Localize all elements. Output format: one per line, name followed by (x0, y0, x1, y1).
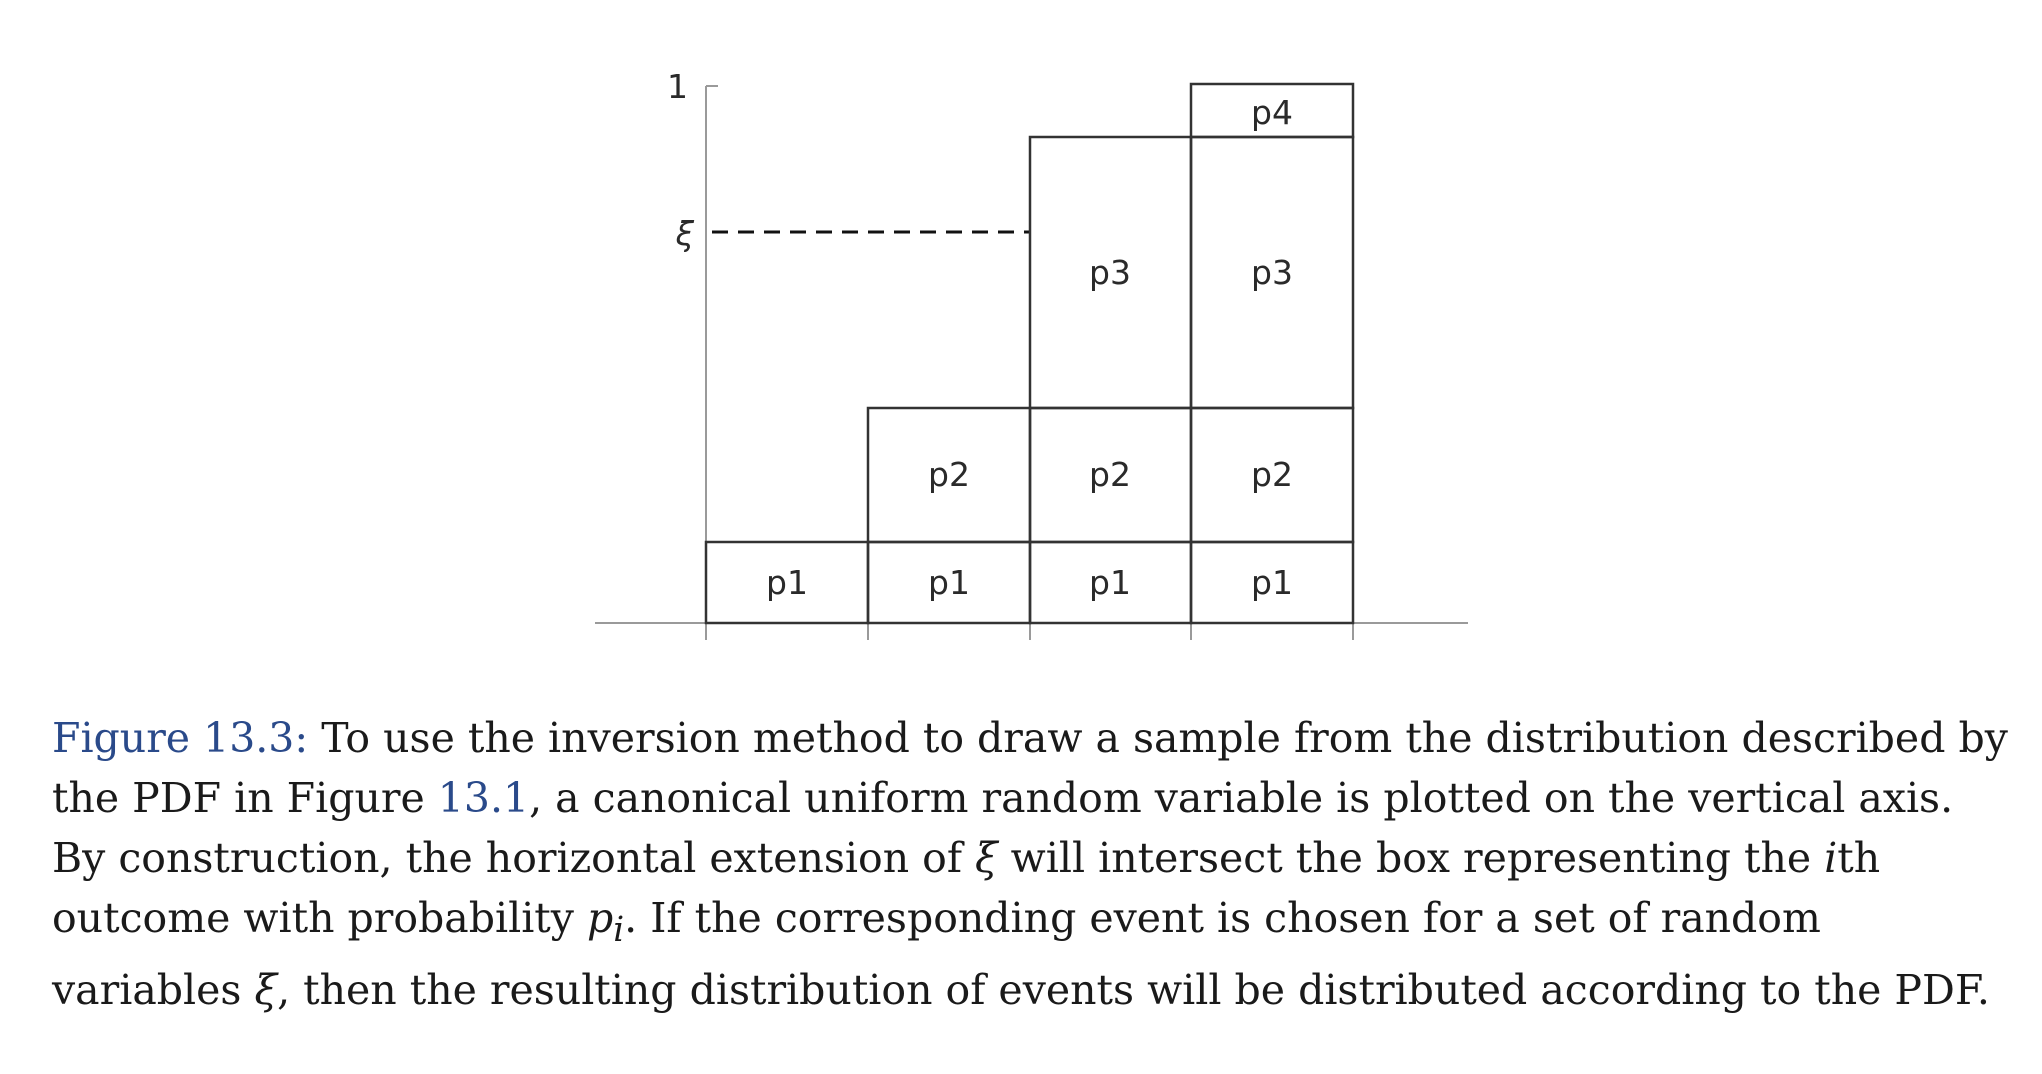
label-col4-p4: p4 (1251, 93, 1293, 132)
label-col4-p3: p3 (1251, 253, 1293, 292)
xi-symbol: ξ (254, 966, 278, 1015)
box-col4-p4 (1189, 82, 1355, 139)
caption-text: , then the resulting distribution of eve… (277, 966, 1990, 1015)
y-axis-one-label: 1 (667, 67, 688, 106)
xi-symbol: ξ (975, 834, 998, 882)
label-col2-p2: p2 (928, 455, 970, 494)
xi-axis-label: ξ (675, 214, 695, 253)
label-col4-p2: p2 (1251, 455, 1293, 494)
i-symbol: i (1824, 834, 1838, 882)
figure-caption: Figure 13.3: To use the inversion method… (52, 708, 2012, 1020)
caption-text: . If the corresponding event is chosen f… (52, 894, 1821, 1015)
label-col3-p1: p1 (1089, 563, 1131, 602)
p-symbol: p (586, 894, 614, 942)
label-col1-p1: p1 (766, 563, 808, 602)
label-col3-p2: p2 (1089, 455, 1131, 494)
label-col3-p3: p3 (1089, 253, 1131, 292)
inversion-method-diagram: 1 ξ p1 p1 p2 p1 p2 p3 p1 p2 p3 p4 (595, 67, 1468, 640)
caption-text: will intersect the box representing the (997, 834, 1825, 882)
figure-reference-link[interactable]: 13.1 (437, 774, 530, 822)
caption-text: th outcome with probability (52, 834, 1881, 942)
caption-text: To use the inversion method to draw a sa… (52, 714, 2008, 822)
caption-text: , a canonical uniform random variable is… (52, 774, 1954, 882)
label-col2-p1: p1 (928, 563, 970, 602)
label-col4-p1: p1 (1251, 563, 1293, 602)
figure-label: Figure 13.3: (52, 714, 309, 762)
i-subscript: i (613, 910, 625, 951)
